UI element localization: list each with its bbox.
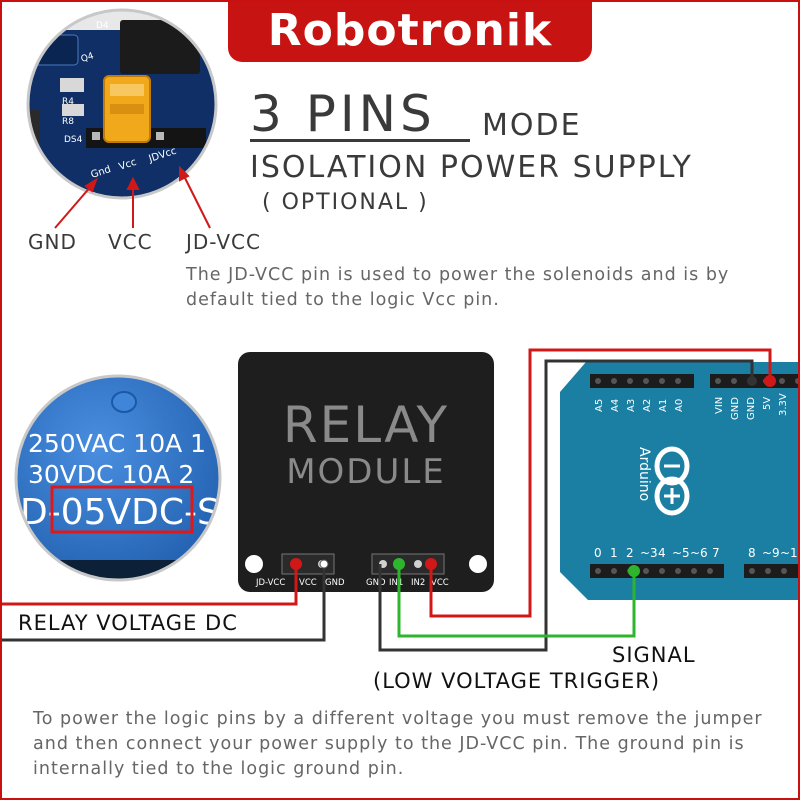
title-mode: MODE: [482, 108, 582, 143]
pin-a3: A3: [626, 399, 637, 412]
silk-r8: R8: [62, 117, 74, 127]
title-pins: 3 PINS: [250, 85, 436, 143]
pin-3v3: 3.3V: [778, 393, 789, 416]
pin-gnd-1: GND: [730, 397, 741, 420]
wire-signal: [397, 564, 636, 638]
pin-d10: ~10: [780, 546, 800, 560]
pin-a0: A0: [674, 399, 685, 412]
pin-d5: ~5: [672, 546, 690, 560]
jumper-closeup: Q4 D4 R4 R8 DS4 Gnd Vcc JDVcc: [26, 8, 218, 200]
relay-photo-line3: D-05VDC-S: [20, 492, 220, 533]
silk-d4: D4: [96, 21, 109, 31]
brand-banner: Robotronik: [228, 0, 592, 62]
relay-photo-line2: 30VDC 10A 2: [28, 460, 194, 489]
relay-voltage-label: RELAY VOLTAGE DC: [18, 611, 238, 635]
pin-d7: 7: [712, 546, 720, 560]
description: The JD-VCC pin is used to power the sole…: [186, 265, 730, 310]
silk-q4: Q4: [80, 51, 96, 65]
pin-5v: 5V: [762, 397, 773, 410]
relay-photo: 250VAC 10A 1 30VDC 10A 2 D-05VDC-S: [14, 374, 222, 582]
silk-r4: R4: [62, 97, 74, 107]
relay-module: RELAY MODULE JD-VCC VCC GND GND IN1 IN2 …: [238, 352, 494, 592]
footer-note: To power the logic pins by a different v…: [33, 709, 763, 779]
relay-module-line2: MODULE: [286, 452, 446, 492]
pin-a5: A5: [594, 399, 605, 412]
pin-d6: ~6: [690, 546, 708, 560]
label-vcc: VCC: [108, 230, 153, 254]
silk-vcc: Vcc: [118, 157, 138, 173]
pin-gnd-2: GND: [746, 397, 757, 420]
rm-gnd: GND: [325, 578, 345, 588]
optional-note: ( OPTIONAL ): [262, 190, 429, 215]
wire-relay-vcc: [0, 564, 298, 606]
rm-in-vcc: VCC: [431, 578, 449, 588]
pin-vin: VIN: [714, 397, 725, 414]
label-jdvcc: JD-VCC: [186, 230, 261, 254]
low-voltage-label: (LOW VOLTAGE TRIGGER): [373, 669, 661, 693]
arduino-brand: Arduino: [636, 447, 652, 501]
wire-vcc-5v: [429, 348, 772, 618]
rm-vcc: VCC: [299, 578, 317, 588]
pin-a1: A1: [658, 399, 669, 412]
silk-ds4: DS4: [64, 135, 83, 145]
rm-jdvcc: JD-VCC: [255, 578, 285, 588]
pin-a2: A2: [642, 399, 653, 412]
pin-d9: ~9: [762, 546, 780, 560]
pin-a4: A4: [610, 399, 621, 412]
rm-in-gnd: GND: [366, 578, 386, 588]
wire-terminals: [290, 375, 776, 577]
pin-arrows: [54, 165, 211, 229]
pin-d3: ~3: [640, 546, 658, 560]
pin-d1: 1: [610, 546, 618, 560]
relay-module-line1: RELAY: [283, 396, 449, 454]
signal-label: SIGNAL: [612, 643, 696, 667]
wire-gnd: [378, 359, 754, 652]
title-underline: [250, 139, 470, 142]
pin-d2: 2: [626, 546, 634, 560]
wire-relay-gnd: [0, 564, 326, 642]
arduino-logo: [654, 446, 690, 516]
pin-d4: 4: [658, 546, 666, 560]
pin-d8: 8: [748, 546, 756, 560]
wires: [0, 348, 772, 652]
subtitle: ISOLATION POWER SUPPLY: [250, 150, 693, 185]
arduino-board: A5 A4 A3 A2 A1 A0 VIN GND GND 5V 3.3V 0 …: [560, 362, 800, 600]
label-gnd: GND: [28, 230, 77, 254]
rm-in2: IN2: [411, 578, 425, 588]
pin-d0: 0: [594, 546, 602, 560]
relay-photo-line1: 250VAC 10A 1: [28, 429, 206, 458]
rm-in1: IN1: [389, 578, 403, 588]
